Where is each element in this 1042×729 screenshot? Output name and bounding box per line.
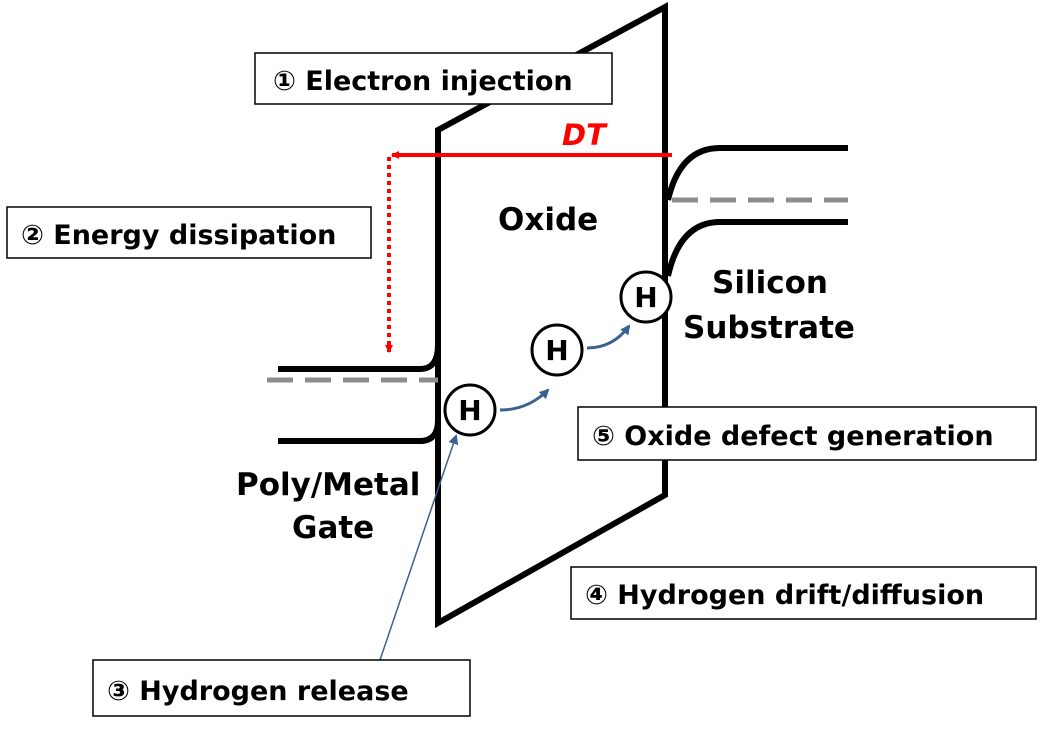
hydrogen-hop-arrow-1 [499,388,550,412]
hydrogen-hop-arrow-2 [586,324,631,350]
oxide-band-outline [435,1,668,629]
hydrogen-release-pointer [379,434,459,661]
step-3-label: ③ Hydrogen release [107,676,409,707]
hydrogen-atom-1 [443,383,497,437]
hydrogen-atom-3-label: H [634,281,657,314]
step-5-box [577,406,1037,461]
step-1-label: ① Electron injection [273,66,573,97]
silicon-conduction-band [665,145,848,201]
step-1-box [254,52,613,105]
step-4-label: ④ Hydrogen drift/diffusion [585,580,984,611]
silicon-label-line1: Silicon [712,265,828,301]
step-2-box [6,206,372,259]
dt-label: DT [562,118,608,152]
gate-label-line1: Poly/Metal [236,467,420,503]
step-4-box [570,566,1037,620]
step-2-label: ② Energy dissipation [21,220,336,251]
step-5-label: ⑤ Oxide defect generation [592,421,994,452]
step-3-box [92,659,471,717]
silicon-label-line2: Substrate [683,310,855,346]
gate-label-line2: Gate [292,510,374,546]
hydrogen-atom-3 [619,270,673,324]
gate-conduction-band [278,344,441,372]
hydrogen-atom-2 [530,323,584,377]
hydrogen-atom-1-label: H [458,394,481,427]
gate-valence-band [278,419,441,444]
silicon-valence-band [665,219,848,277]
hydrogen-atom-2-label: H [545,334,568,367]
oxide-label: Oxide [498,202,598,238]
